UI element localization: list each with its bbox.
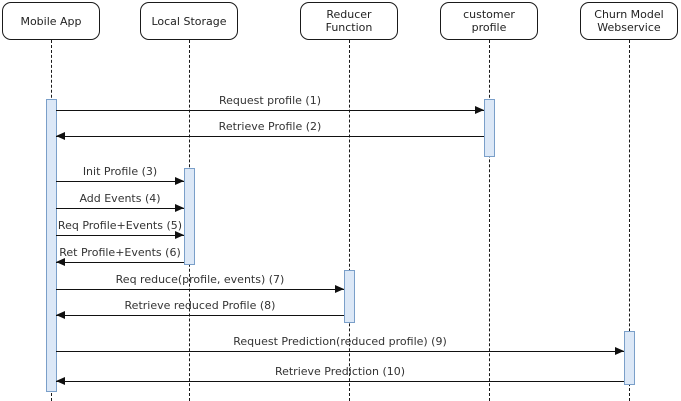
message-line-8 bbox=[56, 315, 344, 316]
arrowhead-right-icon bbox=[175, 230, 184, 239]
message-line-1 bbox=[56, 110, 484, 111]
participant-label-local-storage: Local Storage bbox=[151, 14, 227, 28]
lifeline-customer-profile bbox=[489, 40, 490, 401]
message-line-5 bbox=[56, 235, 184, 236]
message-line-3 bbox=[56, 181, 184, 182]
participant-label-reducer-function: Reducer Function bbox=[325, 8, 373, 34]
arrowhead-right-icon bbox=[475, 105, 484, 114]
message-line-2 bbox=[56, 136, 484, 137]
message-label-8: Retrieve reduced Profile (8) bbox=[124, 299, 276, 312]
participant-box-local-storage[interactable]: Local Storage bbox=[140, 2, 238, 40]
participant-box-customer-profile[interactable]: customer profile bbox=[440, 2, 538, 40]
arrowhead-right-icon bbox=[335, 284, 344, 293]
lifeline-reducer-function bbox=[349, 40, 350, 401]
message-label-5: Req Profile+Events (5) bbox=[57, 219, 183, 232]
message-label-9: Request Prediction(reduced profile) (9) bbox=[233, 335, 447, 348]
message-line-4 bbox=[56, 208, 184, 209]
participant-box-mobile-app[interactable]: Mobile App bbox=[2, 2, 100, 40]
arrowhead-left-icon bbox=[56, 310, 65, 319]
message-label-10: Retrieve Prediction (10) bbox=[274, 365, 406, 378]
message-label-7: Req reduce(profile, events) (7) bbox=[115, 273, 285, 286]
activation-bar-mobile-app bbox=[46, 99, 57, 392]
participant-label-customer-profile: customer profile bbox=[463, 8, 515, 34]
arrowhead-left-icon bbox=[56, 131, 65, 140]
activation-bar-reducer-function bbox=[344, 270, 355, 323]
activation-bar-local-storage bbox=[184, 168, 195, 265]
participant-label-churn-model-webservice: Churn Model Webservice bbox=[594, 8, 664, 34]
arrowhead-right-icon bbox=[175, 176, 184, 185]
message-label-2: Retrieve Profile (2) bbox=[218, 120, 322, 133]
arrowhead-right-icon bbox=[175, 203, 184, 212]
message-label-4: Add Events (4) bbox=[79, 192, 161, 205]
message-label-6: Ret Profile+Events (6) bbox=[59, 246, 181, 259]
message-label-1: Request profile (1) bbox=[218, 94, 321, 107]
activation-bar-churn-model-webservice bbox=[624, 331, 635, 385]
message-line-9 bbox=[56, 351, 624, 352]
arrowhead-right-icon bbox=[615, 346, 624, 355]
arrowhead-left-icon bbox=[56, 376, 65, 385]
message-line-10 bbox=[56, 381, 624, 382]
arrowhead-left-icon bbox=[56, 257, 65, 266]
participant-box-churn-model-webservice[interactable]: Churn Model Webservice bbox=[580, 2, 678, 40]
lifeline-churn-model-webservice bbox=[629, 40, 630, 401]
participant-label-mobile-app: Mobile App bbox=[20, 14, 82, 28]
message-label-3: Init Profile (3) bbox=[82, 165, 158, 178]
activation-bar-customer-profile bbox=[484, 99, 495, 157]
message-line-7 bbox=[56, 289, 344, 290]
message-line-6 bbox=[56, 262, 184, 263]
participant-box-reducer-function[interactable]: Reducer Function bbox=[300, 2, 398, 40]
